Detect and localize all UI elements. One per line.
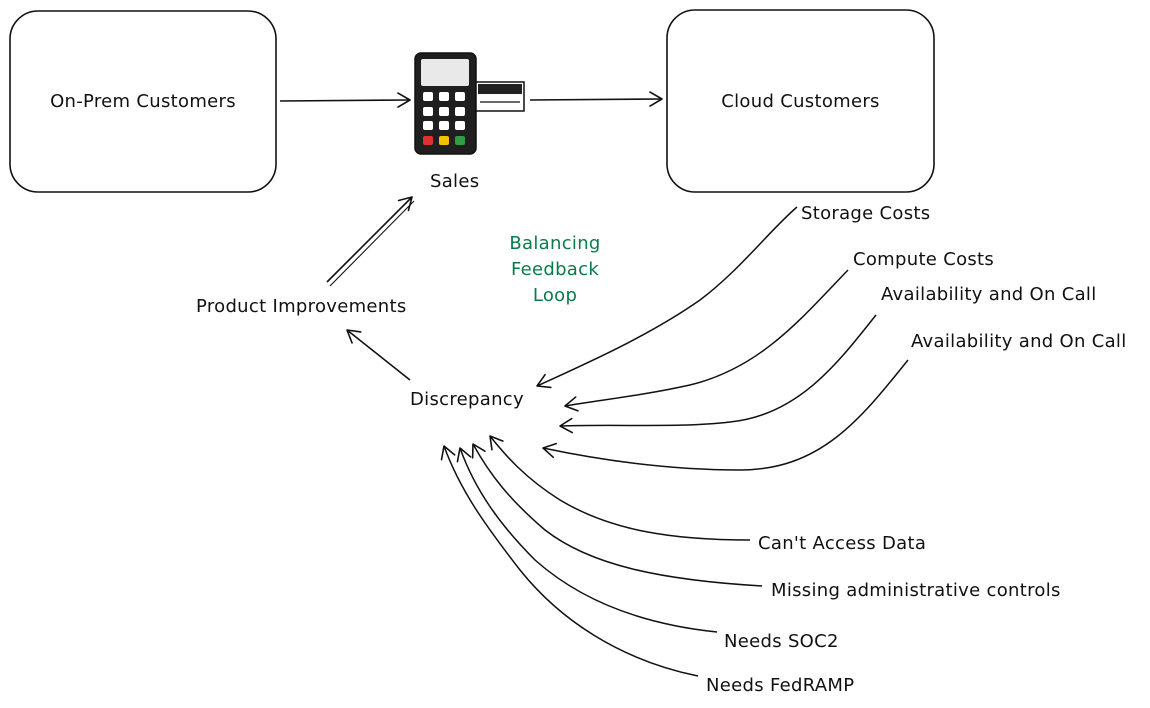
arrow-product-to-sales — [326, 196, 413, 283]
issue-needs-fedramp: Needs FedRAMP — [706, 675, 855, 696]
discrepancy-label: Discrepancy — [410, 389, 524, 410]
arrow-sales-to-cloud — [529, 91, 663, 107]
arrow-needs-soc2 — [456, 447, 718, 633]
feedback-loop-label: Balancing Feedback Loop — [480, 231, 630, 309]
arrow-availability-2 — [542, 359, 909, 471]
issue-availability-on-call-2: Availability and On Call — [911, 331, 1127, 352]
arrow-availability-1 — [559, 314, 877, 434]
on-prem-customers-box — [9, 10, 277, 193]
arrow-compute-costs — [564, 269, 849, 412]
product-improvements-label: Product Improvements — [196, 296, 407, 317]
issue-storage-costs: Storage Costs — [801, 203, 931, 224]
issue-missing-admin-controls: Missing administrative controls — [771, 580, 1061, 601]
feedback-loop-line-1: Balancing — [509, 233, 601, 254]
arrow-needs-fedramp — [440, 445, 699, 677]
arrow-product-to-sales-sketch — [329, 200, 415, 287]
arrow-onprem-to-sales — [279, 92, 411, 108]
issue-cant-access-data: Can't Access Data — [758, 533, 927, 554]
cloud-customers-label: Cloud Customers — [721, 91, 880, 112]
arrow-missing-admin-controls — [471, 443, 763, 587]
sales-label: Sales — [430, 171, 480, 192]
feedback-loop-line-3: Loop — [532, 285, 578, 306]
cloud-customers-box — [666, 9, 935, 193]
on-prem-customers-label: On-Prem Customers — [50, 91, 236, 112]
arrow-cant-access-data — [489, 435, 751, 541]
feedback-loop-line-2: Feedback — [510, 259, 600, 280]
issue-availability-on-call-1: Availability and On Call — [881, 284, 1097, 305]
issue-needs-soc2: Needs SOC2 — [724, 631, 839, 652]
arrow-storage-costs — [536, 206, 798, 389]
issue-compute-costs: Compute Costs — [853, 249, 995, 270]
arrow-discrepancy-to-product — [346, 329, 411, 381]
payment-terminal-icon — [414, 52, 525, 155]
